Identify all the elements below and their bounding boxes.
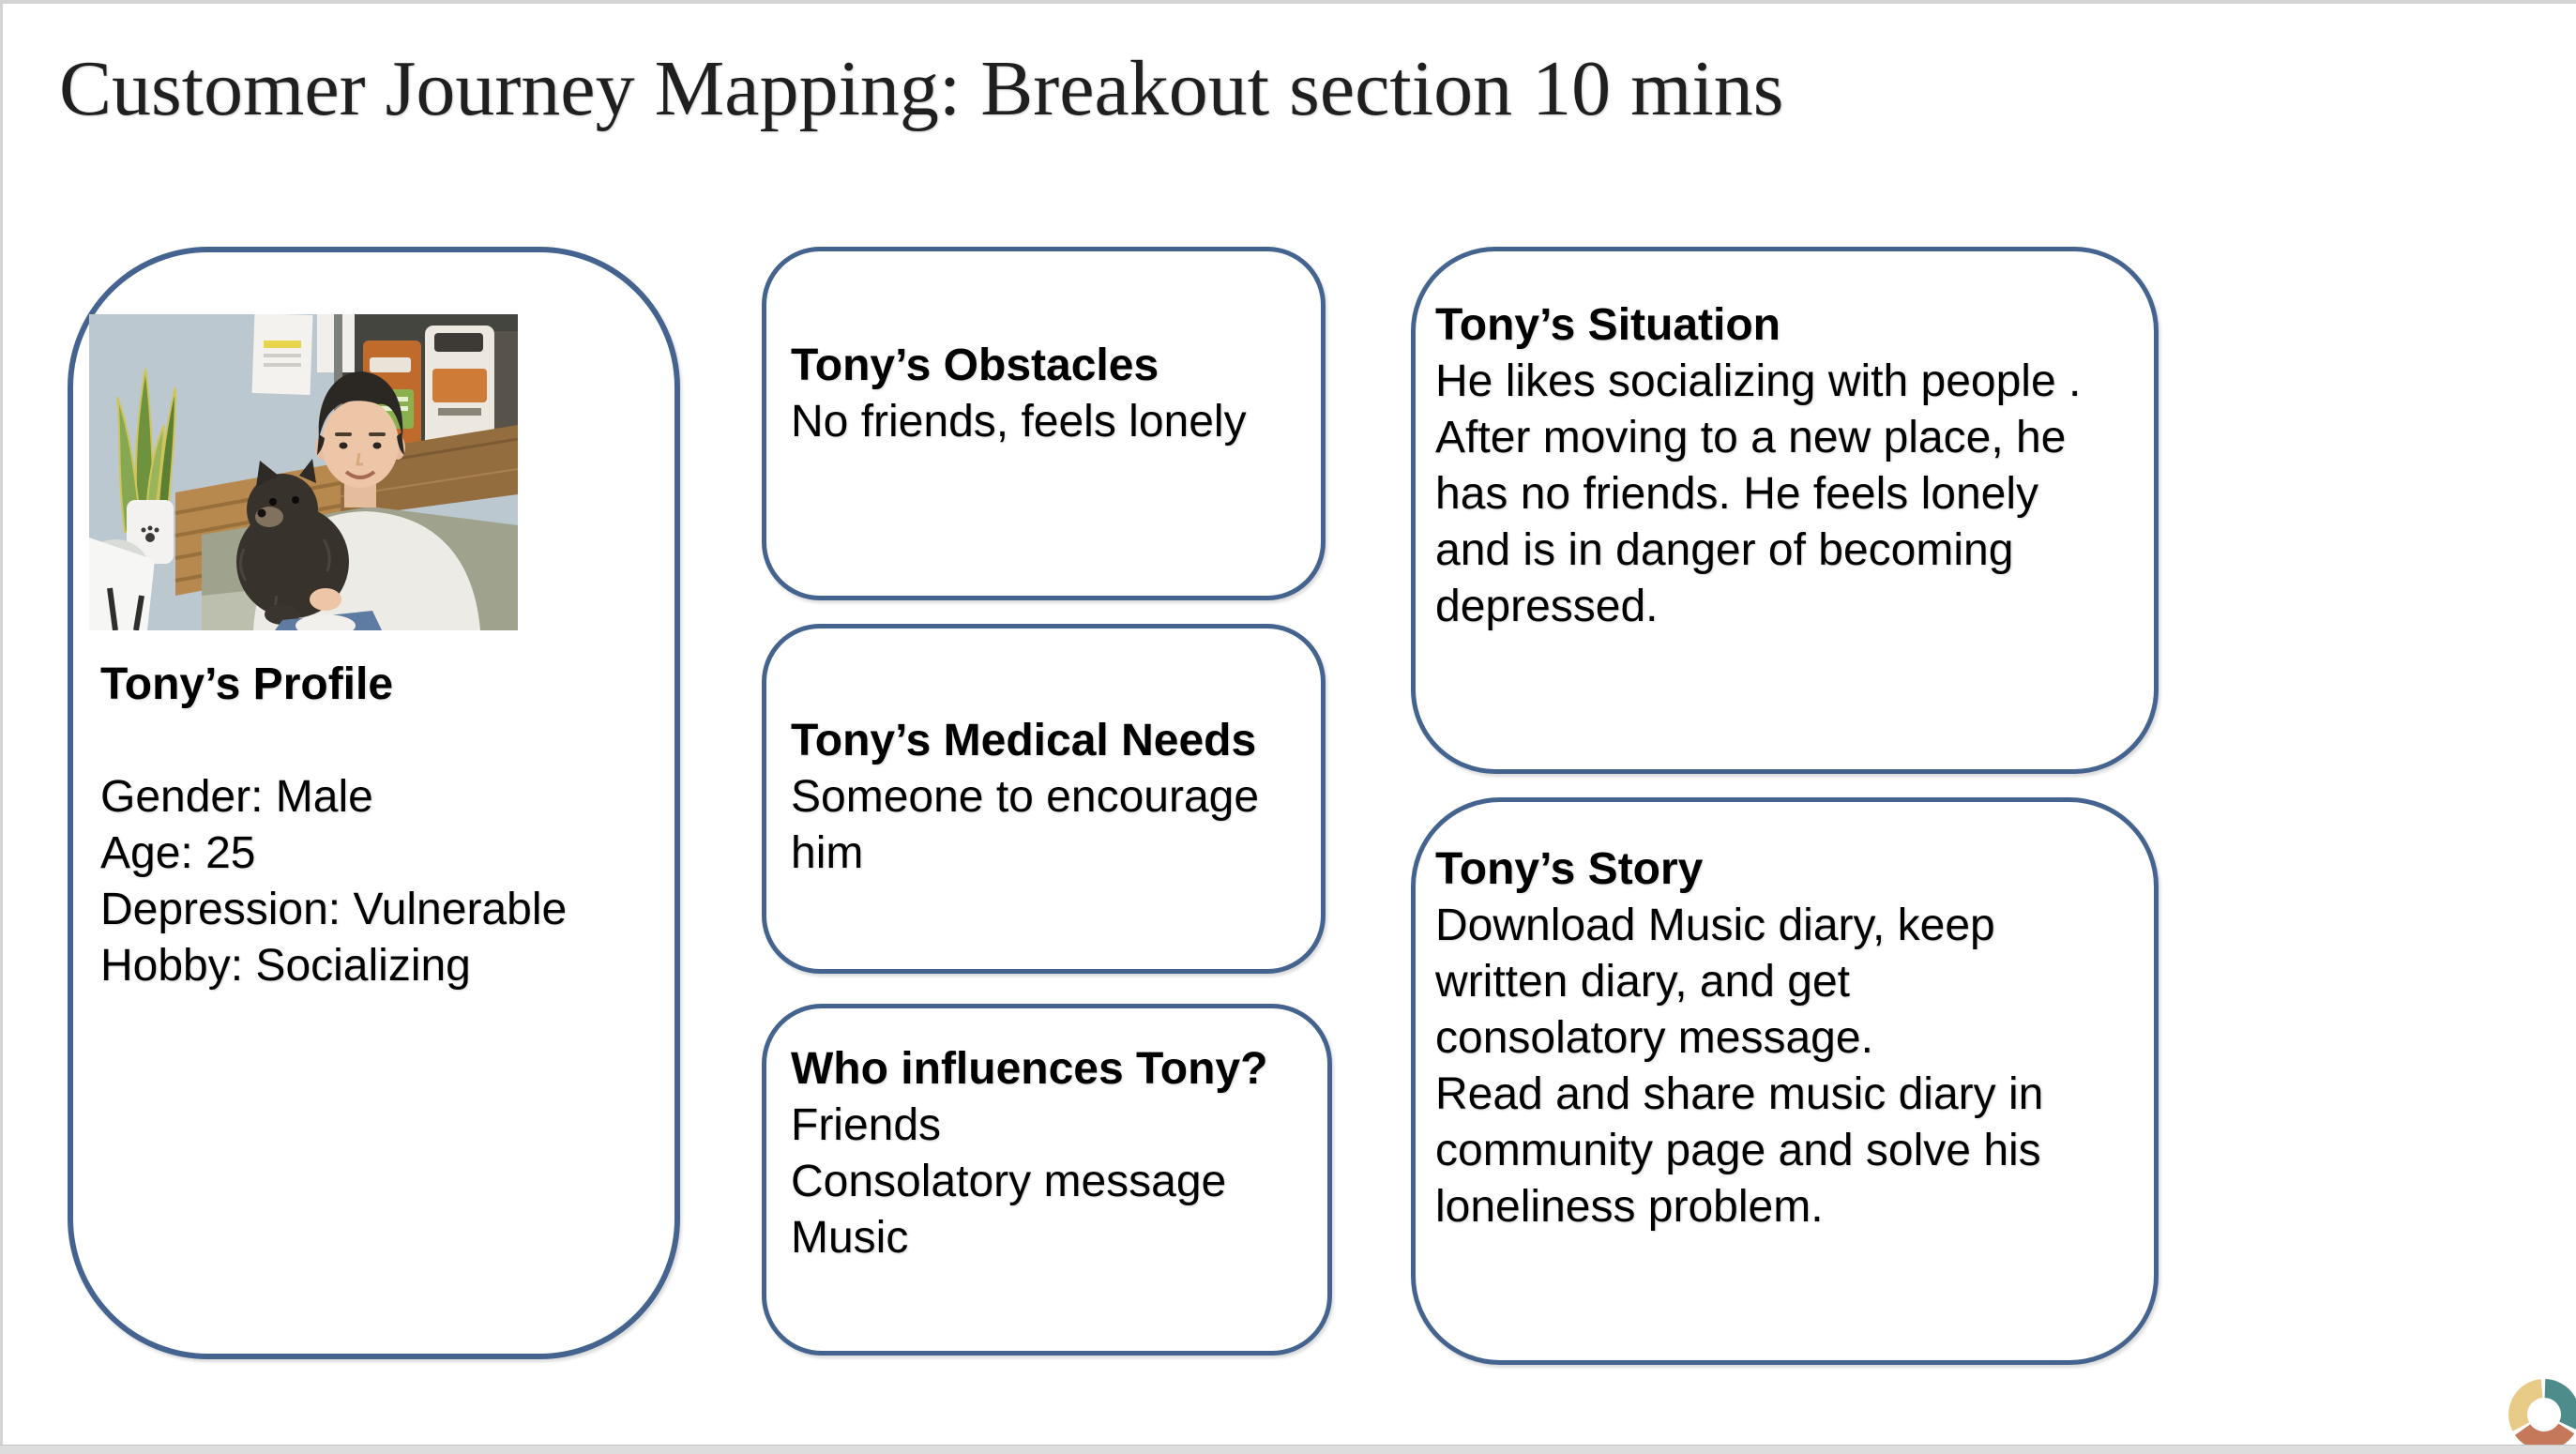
situation-lines: He likes socializing with people . After …	[1435, 354, 2081, 635]
obstacles-text: Tony’s Obstacles No friends, feels lonel…	[791, 338, 1247, 450]
card-tonys-medical-needs: Tony’s Medical Needs Someone to encourag…	[762, 624, 1326, 974]
text-line: written diary, and get	[1435, 957, 1851, 1007]
window-left-edge	[0, 0, 3, 1454]
text-line: Hobby: Socializing	[100, 941, 471, 991]
text-line: has no friends. He feels lonely	[1435, 469, 2039, 519]
text-line: He likes socializing with people .	[1435, 356, 2082, 406]
medical-lines: Someone to encourage him	[791, 769, 1259, 882]
text-line: depressed.	[1435, 582, 1659, 631]
tony-photo-illustration	[89, 314, 518, 630]
influences-heading: Who influences Tony?	[791, 1044, 1268, 1094]
tony-photo	[89, 314, 518, 630]
window-top-edge	[0, 0, 2576, 4]
text-line	[100, 713, 567, 769]
text-line: Depression: Vulnerable	[100, 885, 568, 934]
text-line: Age: 25	[100, 828, 256, 878]
text-line: Consolatory message	[791, 1157, 1227, 1206]
story-heading: Tony’s Story	[1435, 844, 1704, 894]
story-lines: Download Music diary, keep written diary,…	[1435, 898, 2043, 1235]
card-tonys-story: Tony’s Story Download Music diary, keep w…	[1411, 797, 2159, 1365]
slide-title: Customer Journey Mapping: Breakout secti…	[59, 45, 1784, 132]
text-line: him	[791, 828, 864, 878]
obstacles-heading: Tony’s Obstacles	[791, 341, 1159, 390]
text-line: After moving to a new place, he	[1435, 413, 2067, 462]
text-line: loneliness problem.	[1435, 1182, 1824, 1232]
text-line: consolatory message.	[1435, 1013, 1873, 1063]
profile-heading: Tony’s Profile	[100, 659, 394, 709]
text-line: Someone to encourage	[791, 772, 1260, 822]
story-text: Tony’s Story Download Music diary, keep w…	[1435, 841, 2043, 1235]
text-line: Friends	[791, 1100, 942, 1150]
text-line: Music	[791, 1213, 909, 1263]
text-line: Gender: Male	[100, 772, 373, 822]
situation-text: Tony’s Situation He likes socializing wi…	[1435, 297, 2081, 635]
text-line: No friends, feels lonely	[791, 397, 1247, 447]
ring-logo-icon	[2508, 1379, 2576, 1450]
text-line: community page and solve his	[1435, 1126, 2041, 1175]
medical-heading: Tony’s Medical Needs	[791, 716, 1257, 765]
medical-text: Tony’s Medical Needs Someone to encourag…	[791, 713, 1259, 882]
obstacles-lines: No friends, feels lonely	[791, 394, 1247, 450]
text-line: Read and share music diary in	[1435, 1069, 2044, 1119]
card-tonys-situation: Tony’s Situation He likes socializing wi…	[1411, 247, 2159, 774]
window-bottom-edge	[0, 1445, 2576, 1454]
card-tonys-obstacles: Tony’s Obstacles No friends, feels lonel…	[762, 247, 1326, 600]
text-line: Download Music diary, keep	[1435, 901, 1995, 950]
text-line: and is in danger of becoming	[1435, 525, 2014, 575]
situation-heading: Tony’s Situation	[1435, 300, 1780, 350]
